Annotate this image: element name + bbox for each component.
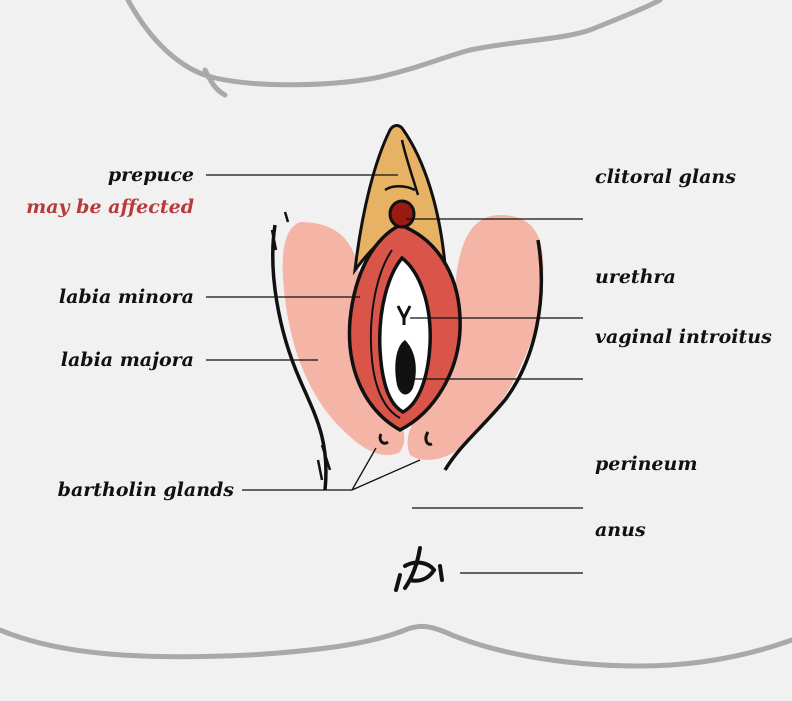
upper-body-inner <box>205 70 225 95</box>
label-bartholin-glands: bartholin glands <box>58 479 234 501</box>
leader-bartholin-glands-left <box>352 448 376 490</box>
label-urethra: urethra <box>595 266 676 288</box>
label-clitoral-glans: clitoral glans <box>595 166 736 188</box>
label-may-be-affected: may be affected <box>26 196 194 218</box>
label-vaginal-introitus: vaginal introitus <box>595 326 772 348</box>
clitoral-glans-shape <box>390 201 414 227</box>
label-labia-minora: labia minora <box>59 286 194 308</box>
label-perineum: perineum <box>595 453 697 475</box>
anus-shape <box>396 548 442 590</box>
label-anus: anus <box>595 519 646 541</box>
label-labia-majora: labia majora <box>61 349 194 371</box>
lower-body-outline <box>0 626 792 666</box>
label-prepuce: prepuce <box>108 164 194 186</box>
leader-bartholin-glands-right <box>352 460 420 490</box>
